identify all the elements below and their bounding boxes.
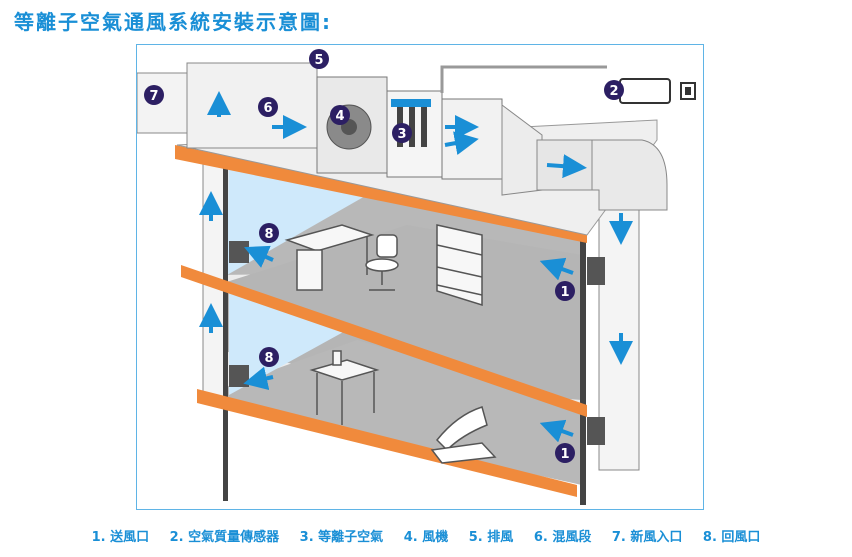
sensor-cable <box>440 65 607 93</box>
badge-3: 3 <box>392 123 412 143</box>
airflow-arrow-return-lower <box>243 366 274 391</box>
badge-1b: 1 <box>555 443 575 463</box>
legend: 1. 送風口 2. 空氣質量傳感器 3. 等離子空氣 4. 風機 5. 排風 6… <box>0 526 852 545</box>
legend-item-fresh-air-inlet: 7. 新風入口 <box>611 530 683 545</box>
svg-text:1: 1 <box>560 447 569 462</box>
legend-item-return-vent: 8. 回風口 <box>702 530 761 545</box>
badge-7: 7 <box>144 85 164 105</box>
page-title: 等離子空氣通風系統安裝示意圖: <box>14 10 332 34</box>
beam-middle <box>181 265 587 417</box>
badge-4: 4 <box>330 105 350 125</box>
return-vent-upper <box>229 241 249 263</box>
airflow-arrow-return-upper <box>244 245 274 268</box>
badge-1a: 1 <box>555 281 575 301</box>
badge-2: 2 <box>604 80 624 100</box>
legend-item-plasma-air: 3. 等離子空氣 <box>299 530 384 545</box>
badge-5: 5 <box>309 49 329 69</box>
supply-vent-lower <box>587 417 605 445</box>
svg-text:3: 3 <box>397 127 406 142</box>
svg-text:6: 6 <box>263 101 272 116</box>
svg-text:4: 4 <box>335 109 344 124</box>
airflow-arrow-supply-upper <box>539 257 574 281</box>
legend-item-fan: 4. 風機 <box>403 530 449 545</box>
airflow-arrow-supply-lower <box>539 419 574 443</box>
beam-bottom <box>197 389 577 497</box>
supply-vent-upper <box>587 257 605 285</box>
floor-lower <box>217 340 582 485</box>
return-vent-lower <box>229 365 249 387</box>
legend-item-air-quality-sensor: 2. 空氣質量傳感器 <box>169 530 280 545</box>
filter-section <box>441 98 503 180</box>
beam-top <box>175 145 587 243</box>
office-chair-icon <box>365 234 399 291</box>
svg-text:7: 7 <box>149 89 158 104</box>
bookshelf-icon <box>436 224 483 307</box>
air-quality-sensor <box>619 78 671 104</box>
legend-item-exhaust: 5. 排風 <box>468 530 514 545</box>
elbow-duct <box>591 139 668 211</box>
side-table-icon <box>309 350 380 425</box>
ventilation-diagram: 1 1 2 3 4 5 6 7 <box>137 49 696 505</box>
right-wall-post <box>580 185 586 505</box>
airflow-arrow-plasma-2 <box>444 131 479 155</box>
badge-6: 6 <box>258 97 278 117</box>
diagram-frame: 1 1 2 3 4 5 6 7 <box>136 44 704 510</box>
badge-8a: 8 <box>259 223 279 243</box>
lounge-chair-icon <box>430 406 497 464</box>
svg-text:1: 1 <box>560 285 569 300</box>
mixing-section <box>186 62 318 149</box>
desk-icon <box>284 224 375 291</box>
airflow-arrow-outlet <box>546 154 587 179</box>
outlet-transition <box>501 104 543 196</box>
legend-item-mixing-section: 6. 混風段 <box>533 530 592 545</box>
badge-8b: 8 <box>259 347 279 367</box>
svg-text:5: 5 <box>314 53 323 68</box>
svg-text:8: 8 <box>264 227 273 242</box>
svg-text:8: 8 <box>264 351 273 366</box>
svg-text:2: 2 <box>609 84 618 99</box>
left-wall-post <box>223 141 228 501</box>
legend-item-supply-outlet: 1. 送風口 <box>91 530 150 545</box>
